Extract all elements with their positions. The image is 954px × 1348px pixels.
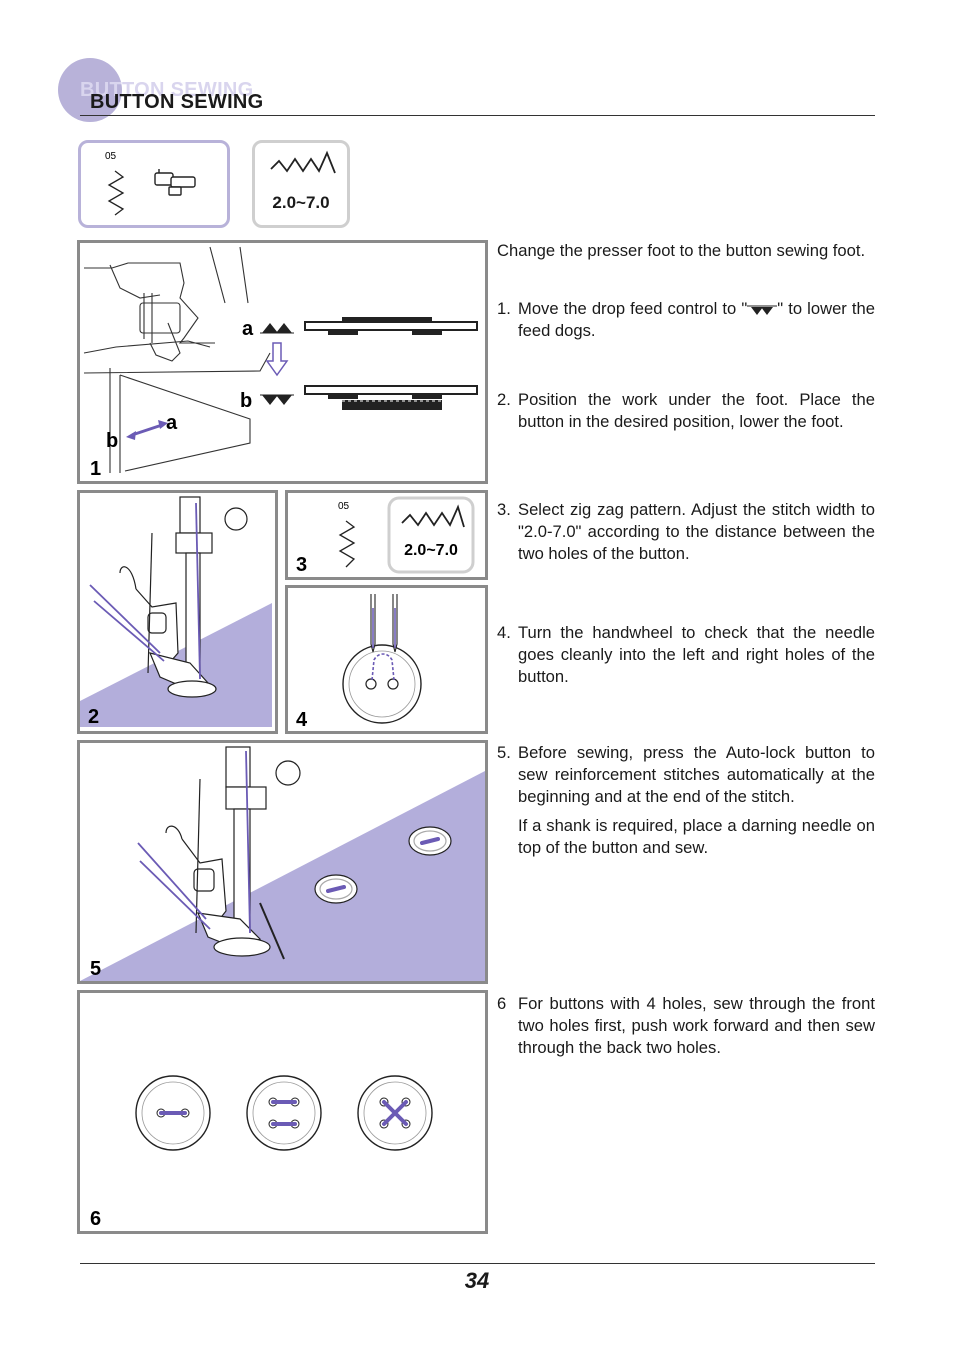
figure-6-label: 6 xyxy=(90,1208,101,1230)
step-number: 2. xyxy=(497,390,511,409)
drop-feed-symbol-icon xyxy=(747,305,778,315)
step-number: 6 xyxy=(497,994,507,1013)
label-a-raised: a xyxy=(242,318,254,340)
intro-text: Change the presser foot to the button se… xyxy=(497,241,866,260)
figure-4-panel: 4 xyxy=(285,585,488,734)
step-text: For buttons with 4 holes, sew through th… xyxy=(518,994,875,1057)
figure-4-label: 4 xyxy=(296,709,308,731)
figure-2-label: 2 xyxy=(88,706,99,728)
header-title-shadow: BUTTON SEWING xyxy=(80,79,254,101)
header-circle-decoration xyxy=(58,58,122,122)
step-text-part1: Move the drop feed control to " xyxy=(518,299,748,318)
step-note: If a shank is required, place a darning … xyxy=(518,816,875,857)
feed-dogs-raised xyxy=(304,317,478,335)
step-2: 2. Position the work under the foot. Pla… xyxy=(497,389,875,433)
step-text: Position the work under the foot. Place … xyxy=(518,390,875,431)
svg-text:05: 05 xyxy=(105,151,117,162)
drop-feed-illustration: b a a b 1 xyxy=(83,246,478,480)
step-6: 6 For buttons with 4 holes, sew through … xyxy=(497,993,875,1059)
figure-5-panel: 5 xyxy=(77,740,488,984)
step-number: 1. xyxy=(497,299,511,318)
step-text: Before sewing, press the Auto-lock butto… xyxy=(518,743,875,806)
figure-3-stitch-width: 2.0~7.0 xyxy=(404,542,458,559)
needle-check-illustration: 4 xyxy=(296,594,422,731)
pattern-presser-foot-box: 05 xyxy=(78,140,230,228)
step-4: 4. Turn the handwheel to check that the … xyxy=(497,622,875,688)
label-b-lowered: b xyxy=(240,390,252,412)
two-hole-button-icon xyxy=(135,1075,211,1151)
step-number: 5. xyxy=(497,743,511,762)
step-text: Turn the handwheel to check that the nee… xyxy=(518,623,875,686)
figure-1-panel: b a a b 1 xyxy=(77,240,488,484)
page-title: BUTTON SEWING xyxy=(90,91,264,113)
figure-5-label: 5 xyxy=(90,958,101,980)
step-text-part2: " to lower the feed dogs. xyxy=(518,299,875,340)
label-a-lever: a xyxy=(166,412,178,434)
zigzag-pattern-icon: 05 xyxy=(105,151,196,216)
zigzag-stitch-icon xyxy=(270,150,336,174)
feed-dogs-lowered xyxy=(304,385,478,410)
button-icon-1 xyxy=(314,874,358,904)
four-hole-cross-button-icon xyxy=(357,1075,433,1151)
stitch-width-box: 2.0~7.0 xyxy=(252,140,350,228)
step-text: Select zig zag pattern. Adjust the stitc… xyxy=(518,500,875,563)
figure-6-panel: 6 xyxy=(77,990,488,1234)
button-foot-icon xyxy=(154,169,196,196)
stitch-width-value: 2.0~7.0 xyxy=(272,193,330,212)
step-number: 3. xyxy=(497,500,511,519)
step-number: 4. xyxy=(497,623,511,642)
svg-text:05: 05 xyxy=(338,501,350,512)
footer-divider xyxy=(80,1263,875,1264)
step-5: 5. Before sewing, press the Auto-lock bu… xyxy=(497,742,875,859)
figure-1-label: 1 xyxy=(90,458,101,480)
button-types-illustration: 6 xyxy=(90,1075,433,1230)
step-3: 3. Select zig zag pattern. Adjust the st… xyxy=(497,499,875,565)
figure-3-panel: 05 2.0~7.0 3 xyxy=(285,490,488,580)
four-hole-parallel-button-icon xyxy=(246,1075,322,1151)
foot-lowered-illustration: 2 xyxy=(80,496,272,728)
header-divider xyxy=(80,115,875,116)
pattern-selection-illustration: 05 2.0~7.0 3 xyxy=(296,496,475,576)
label-b-lever: b xyxy=(106,430,118,452)
sewing-button-illustration: 5 xyxy=(80,746,485,981)
down-arrow-icon xyxy=(265,342,289,377)
figure-3-label: 3 xyxy=(296,554,307,576)
step-1: 1. Move the drop feed control to "" to l… xyxy=(497,298,875,342)
button-icon-2 xyxy=(408,826,452,856)
figure-2-panel: 2 xyxy=(77,490,278,734)
page-number: 34 xyxy=(464,1268,490,1293)
